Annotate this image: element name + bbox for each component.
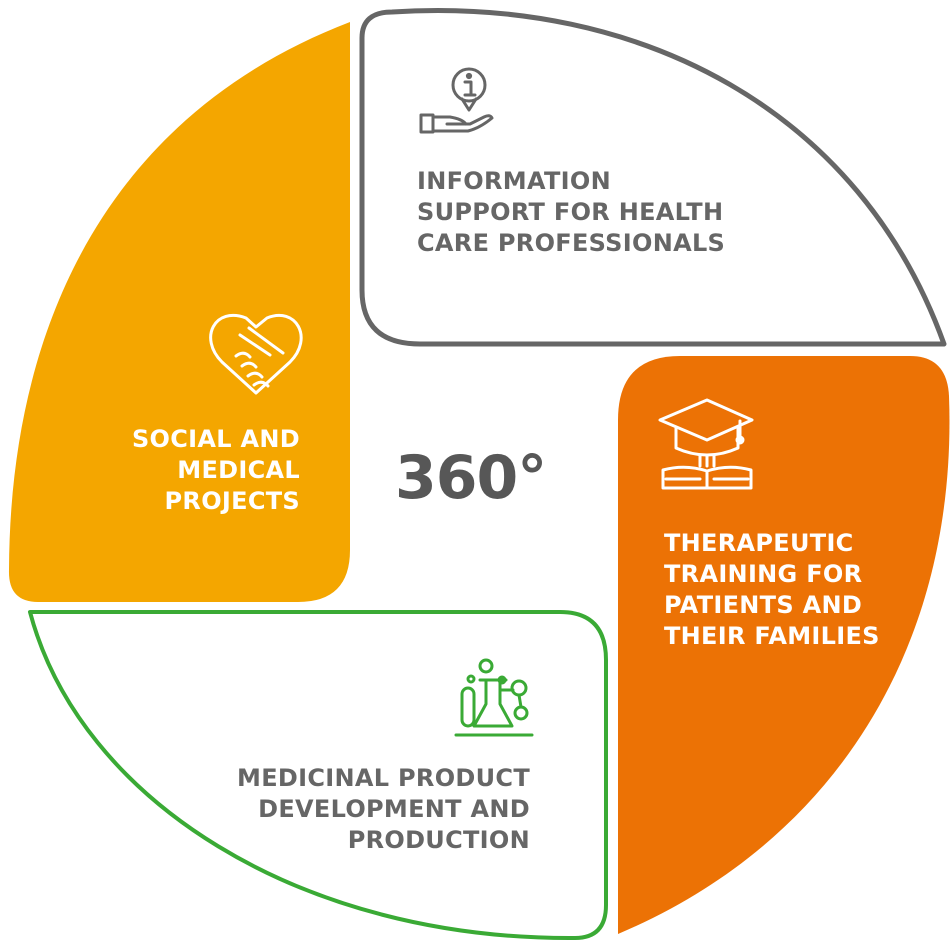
label-line: TRAINING FOR bbox=[664, 560, 863, 588]
segment-social bbox=[8, 22, 350, 602]
label-line: PATIENTS AND bbox=[664, 591, 863, 619]
label-line: SUPPORT FOR HEALTH bbox=[417, 198, 724, 226]
label-line: PRODUCTION bbox=[347, 826, 530, 854]
label-line: SOCIAL AND bbox=[131, 425, 300, 453]
segment-therapeutic bbox=[618, 356, 950, 934]
label-line: MEDICAL bbox=[177, 456, 300, 484]
label-line: DEVELOPMENT AND bbox=[258, 795, 530, 823]
label-line: THEIR FAMILIES bbox=[664, 622, 880, 650]
label-information: INFORMATION SUPPORT FOR HEALTH CARE PROF… bbox=[417, 166, 725, 259]
handshake-heart-icon bbox=[209, 314, 303, 395]
graduation-book-icon bbox=[658, 398, 754, 490]
label-line: MEDICINAL PRODUCT bbox=[237, 764, 530, 792]
label-line: PROJECTS bbox=[164, 487, 300, 515]
center-title: 360° bbox=[395, 443, 547, 513]
lab-flask-icon bbox=[454, 658, 534, 737]
label-therapeutic: THERAPEUTIC TRAINING FOR PATIENTS AND TH… bbox=[664, 528, 880, 652]
label-medicinal: MEDICINAL PRODUCT DEVELOPMENT AND PRODUC… bbox=[190, 763, 530, 856]
label-line: THERAPEUTIC bbox=[664, 529, 854, 557]
segment-information bbox=[359, 8, 947, 347]
label-line: CARE PROFESSIONALS bbox=[417, 229, 726, 257]
info-hand-icon bbox=[419, 67, 494, 134]
label-line: INFORMATION bbox=[417, 167, 611, 195]
label-social: SOCIAL AND MEDICAL PROJECTS bbox=[80, 424, 300, 517]
